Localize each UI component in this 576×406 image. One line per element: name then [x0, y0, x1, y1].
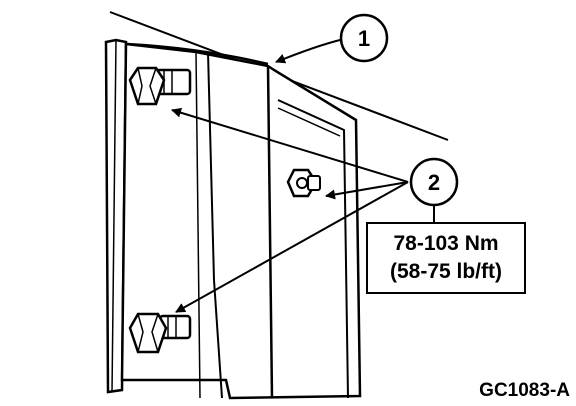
panel-recess: [277, 99, 349, 399]
callout-1-leader: [275, 39, 341, 64]
middle-nut: [286, 168, 321, 198]
callout-1-number: 1: [358, 26, 370, 51]
flange-line-4: [195, 51, 201, 399]
flange-line-3: [266, 65, 274, 399]
flange-line-2: [213, 279, 223, 399]
callout-2-leader-lower: [175, 181, 409, 313]
bracket-top-curve: [125, 42, 269, 66]
torque-imperial: (58-75 lb/ft): [389, 260, 502, 283]
flange-line-1: [207, 51, 215, 281]
lower-bolt: [128, 312, 192, 354]
callout-2-leader-upper: [171, 107, 409, 183]
callout-1: 1: [339, 13, 389, 63]
callout-2-number: 2: [428, 170, 440, 195]
callout-2: 2: [409, 157, 459, 207]
plate-inner-edge: [111, 39, 117, 393]
callout-2-leader-middle: [325, 181, 409, 200]
panel-recess-inner: [277, 107, 341, 137]
figure-code: GC1083-A: [479, 380, 570, 401]
upper-bolt: [128, 66, 192, 106]
torque-metric: 78-103 Nm: [393, 232, 499, 255]
torque-spec-box: 78-103 Nm (58-75 lb/ft): [366, 222, 526, 294]
